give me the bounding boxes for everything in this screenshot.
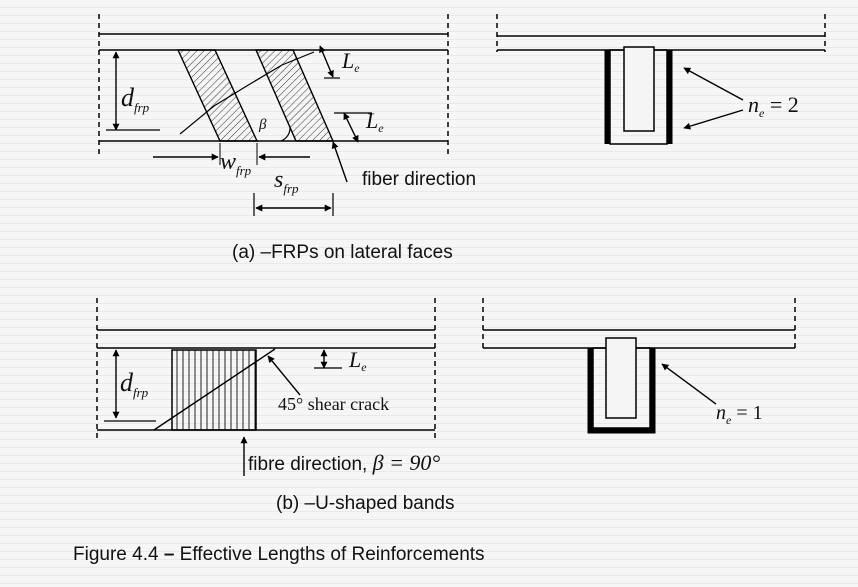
fiber-direction-leader: [331, 141, 348, 183]
d-frp-label: dfrp: [121, 83, 150, 115]
section-b-stirrup: [605, 337, 637, 419]
w-frp-label: wfrp: [220, 149, 252, 178]
shear-crack-leader: [267, 355, 301, 396]
frp-strip-2: [254, 49, 335, 142]
ne1-arrow: [661, 363, 717, 405]
le-arrow-bottom: [343, 112, 359, 143]
beta-angle-label: β: [259, 117, 267, 133]
caption-panel-b: (b) –U-shaped bands: [276, 493, 455, 514]
le-label-bottom: Le: [366, 108, 384, 135]
shear-crack-label: 45° shear crack: [278, 394, 390, 414]
fiber-direction-label: fiber direction: [362, 169, 477, 190]
figure-caption: Figure 4.4 – Effective Lengths of Reinfo…: [73, 544, 485, 565]
d-frp-b-label: dfrp: [120, 368, 149, 400]
ne-equals-2-label: ne = 2: [748, 92, 799, 120]
panel-b-beam-side-view: [96, 298, 436, 476]
panel-a-beam-side-view: [98, 14, 449, 216]
le-arrow-top: [319, 45, 334, 78]
panel-b-cross-section: [482, 298, 796, 434]
caption-panel-a: (a) –FRPs on lateral faces: [232, 242, 453, 263]
s-frp-label: sfrp: [274, 167, 299, 196]
u-band-strip: [171, 349, 257, 431]
fibre-direction-label: fibre direction, β = 90°: [248, 450, 441, 475]
le-b-label: Le: [349, 347, 367, 374]
ne2-arrow-lower: [683, 109, 744, 130]
u-band-section: [587, 348, 656, 434]
shear-crack-line: [179, 51, 315, 135]
shear-crack-45: [153, 348, 276, 431]
le-label-top: Le: [342, 48, 360, 75]
frp-strip-1: [176, 49, 259, 142]
ne-equals-1-label: ne = 1: [716, 402, 763, 427]
section-stirrup: [623, 46, 655, 132]
ne2-arrow-upper: [683, 67, 744, 101]
panel-a-cross-section: [496, 14, 826, 145]
beta-angle-arc: [280, 126, 291, 142]
